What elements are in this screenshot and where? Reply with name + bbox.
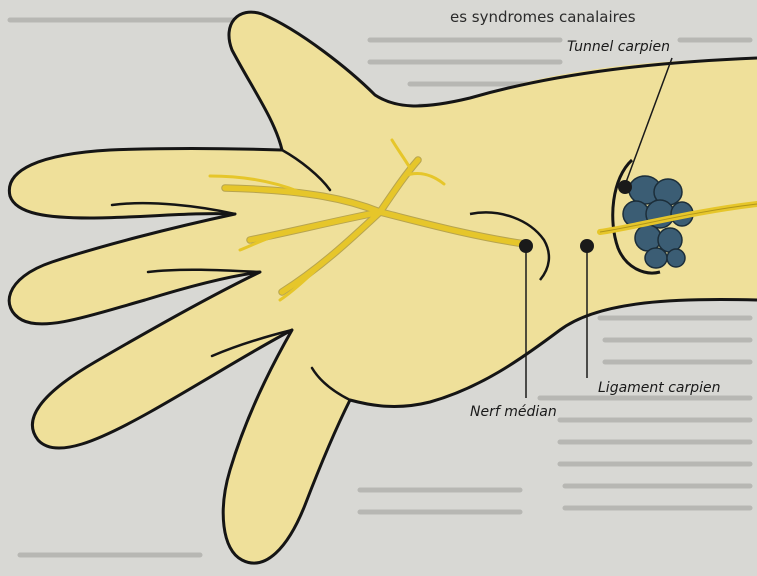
nerve-callout-dot: [519, 239, 533, 253]
ligament-callout-dot: [580, 239, 594, 253]
heading-fragment: es syndromes canalaires: [450, 8, 636, 26]
tunnel-callout-dot: [618, 180, 632, 194]
label-nerf-median: Nerf médian: [470, 404, 557, 420]
label-ligament-carpien: Ligament carpien: [598, 380, 721, 396]
label-tunnel-carpien: Tunnel carpien: [567, 39, 670, 55]
